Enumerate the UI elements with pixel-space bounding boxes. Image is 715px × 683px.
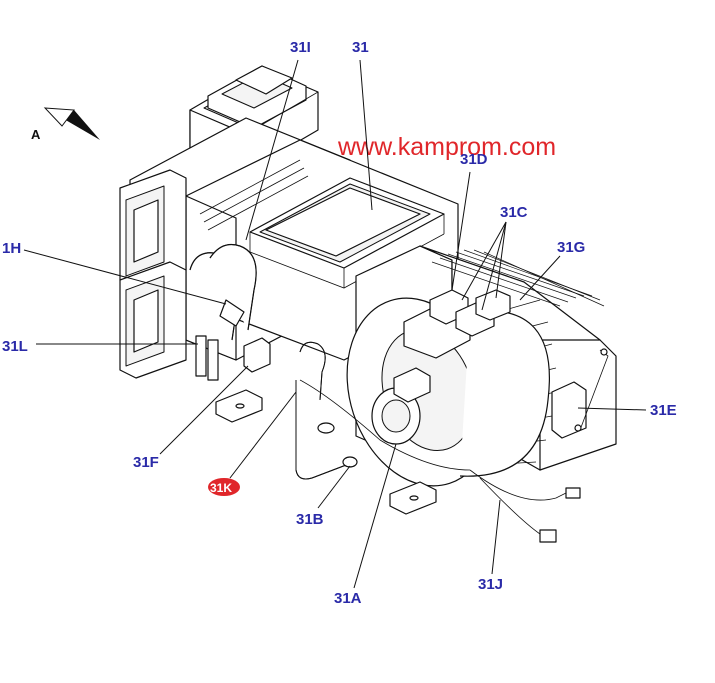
callout-31c: 31C bbox=[500, 204, 528, 221]
callout-31k: 31K bbox=[210, 481, 232, 495]
callout-31k-badge: 31K bbox=[208, 478, 240, 496]
direction-arrow bbox=[43, 107, 100, 140]
callout-31f: 31F bbox=[133, 454, 159, 471]
callout-31e: 31E bbox=[650, 402, 677, 419]
callout-31b: 31B bbox=[296, 511, 324, 528]
callout-31l: 31L bbox=[2, 338, 28, 355]
callout-1h: 1H bbox=[2, 240, 21, 257]
callout-31d: 31D bbox=[460, 151, 488, 168]
direction-label: A bbox=[31, 127, 41, 142]
watermark-text: www.kamprom.com bbox=[337, 133, 556, 161]
heater-unit-drawing bbox=[119, 65, 617, 543]
callout-31i: 31I bbox=[290, 39, 311, 56]
callout-31a: 31A bbox=[334, 590, 362, 607]
callout-31: 31 bbox=[352, 39, 369, 56]
callout-31g: 31G bbox=[557, 239, 585, 256]
leader-lines bbox=[23, 59, 647, 589]
callout-31j: 31J bbox=[478, 576, 503, 593]
